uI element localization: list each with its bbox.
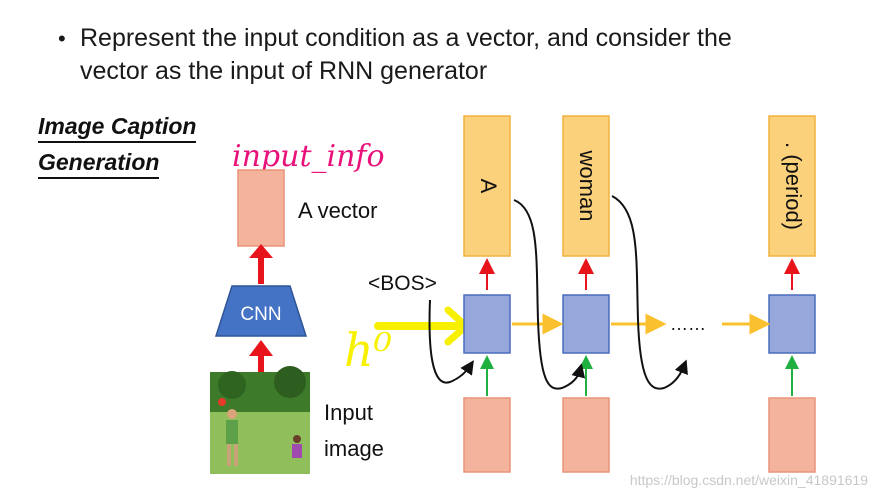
output-box-3	[768, 115, 816, 257]
watermark: https://blog.csdn.net/weixin_41891619	[629, 472, 868, 488]
input-box-1	[463, 397, 511, 473]
bullet-line-1: Represent the input condition as a vecto…	[80, 24, 732, 52]
rnn-cell-1	[463, 294, 511, 354]
output-label-2: woman	[575, 150, 600, 222]
bullet-text: Represent the input condition as a vecto…	[80, 22, 850, 88]
input-image	[210, 366, 310, 474]
arrow-head-up-2	[249, 340, 273, 356]
handwritten-h0: h⁰	[344, 323, 392, 377]
bos-feed-arrow	[428, 299, 474, 384]
title-line-1: Image Caption	[38, 112, 197, 143]
input-box-3	[768, 397, 816, 473]
bullet-dot: •	[58, 26, 66, 51]
rnn-cell-3	[768, 294, 816, 354]
output-label-1: A	[476, 179, 501, 194]
arrow-head-up	[249, 244, 273, 258]
title-line-2: Generation	[38, 148, 160, 179]
output-box-2	[562, 115, 610, 257]
cnn-block	[214, 285, 308, 337]
output-label-3: . (period)	[781, 142, 806, 230]
vector-box	[237, 169, 285, 247]
input-label-line-2: image	[324, 436, 384, 461]
bullet-line-2: vector as the input of RNN generator	[80, 57, 488, 85]
output-box-1	[463, 115, 511, 257]
feedback-arrow-2	[611, 195, 688, 390]
handwritten-input-info: input_info	[232, 139, 385, 174]
ellipsis-label: ……	[670, 314, 706, 334]
bos-label: <BOS>	[368, 272, 437, 295]
input-label-line-1: Input	[324, 400, 373, 425]
rnn-cell-2	[562, 294, 610, 354]
cnn-label: CNN	[240, 304, 281, 325]
a-vector-label: A vector	[298, 198, 377, 223]
input-box-2	[562, 397, 610, 473]
feedback-arrow-1	[513, 199, 586, 390]
